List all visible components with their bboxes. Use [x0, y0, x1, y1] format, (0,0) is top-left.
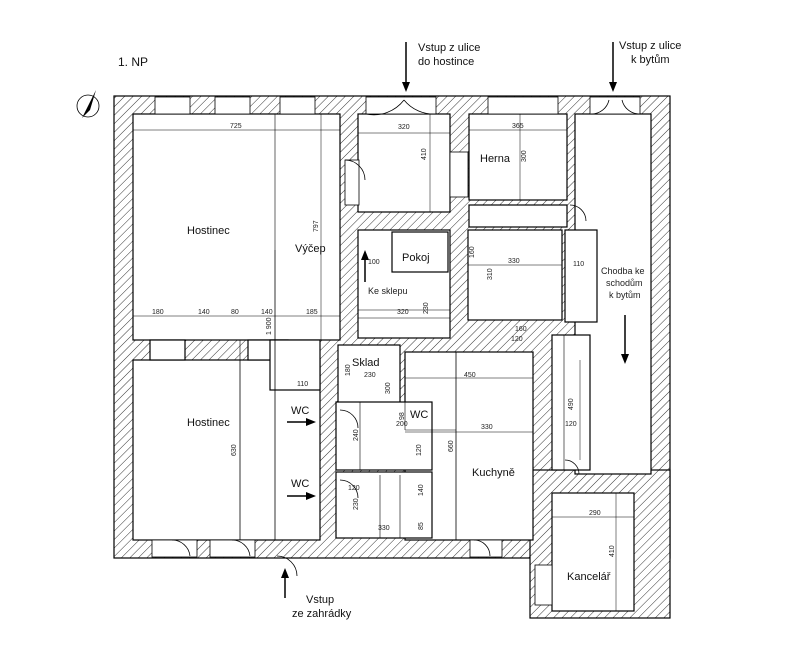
svg-text:240: 240 — [353, 429, 360, 441]
room-vestibule — [357, 113, 451, 213]
svg-text:330: 330 — [508, 258, 520, 265]
svg-text:330: 330 — [481, 424, 493, 431]
svg-text:320: 320 — [397, 309, 409, 316]
room-wc-upper — [335, 401, 433, 471]
room-label-chodba-2: schodům — [606, 278, 643, 288]
room-label-ke-sklepu: Ke sklepu — [368, 286, 408, 296]
floor-label: 1. NP — [118, 55, 148, 69]
room-wc-lower — [335, 471, 433, 539]
arrows — [281, 42, 629, 598]
svg-text:1 900: 1 900 — [266, 317, 273, 335]
svg-text:180: 180 — [152, 309, 164, 316]
room-label-chodba-3: k bytům — [609, 290, 641, 300]
svg-text:120: 120 — [511, 336, 523, 343]
room-label-hostinec-bottom: Hostinec — [187, 417, 230, 429]
north-arrow-icon — [76, 90, 100, 118]
svg-text:230: 230 — [423, 302, 430, 314]
svg-text:320: 320 — [398, 124, 410, 131]
windows — [151, 96, 641, 606]
svg-text:185: 185 — [306, 309, 318, 316]
svg-text:98: 98 — [399, 412, 406, 420]
entrance-garden-2: ze zahrádky — [292, 608, 352, 620]
svg-text:410: 410 — [609, 545, 616, 557]
svg-text:140: 140 — [198, 309, 210, 316]
entrance-street-pub-2: do hostince — [418, 56, 474, 68]
svg-text:110: 110 — [297, 381, 308, 388]
room-label-kancelar: Kancelář — [567, 571, 611, 583]
svg-text:310: 310 — [487, 268, 494, 280]
svg-text:300: 300 — [385, 382, 392, 394]
svg-text:300: 300 — [521, 150, 528, 162]
svg-text:797: 797 — [313, 220, 320, 232]
svg-text:450: 450 — [464, 372, 476, 379]
svg-text:110: 110 — [573, 261, 584, 268]
svg-text:660: 660 — [448, 440, 455, 452]
svg-text:365: 365 — [512, 123, 524, 130]
room-label-wc3: WC — [291, 478, 309, 490]
svg-text:410: 410 — [421, 148, 428, 160]
svg-text:230: 230 — [364, 372, 376, 379]
svg-text:120: 120 — [565, 421, 577, 428]
entrance-street-flats-2: k bytům — [631, 54, 670, 66]
rooms — [132, 113, 652, 612]
svg-text:160: 160 — [515, 326, 527, 333]
svg-text:330: 330 — [378, 525, 390, 532]
svg-text:200: 200 — [396, 421, 408, 428]
room-sklad — [337, 344, 401, 404]
room-label-hostinec-top: Hostinec — [187, 225, 230, 237]
svg-text:290: 290 — [589, 510, 601, 517]
room-label-kuchyne: Kuchyně — [472, 467, 515, 479]
svg-text:120: 120 — [416, 444, 423, 456]
svg-text:120: 120 — [348, 485, 360, 492]
room-label-vycep: Výčep — [295, 243, 326, 255]
entrance-street-flats-1: Vstup z ulice — [619, 40, 681, 52]
room-label-wc1: WC — [291, 405, 309, 417]
svg-text:140: 140 — [418, 484, 425, 496]
dimension-lines — [133, 114, 634, 611]
room-label-wc2: WC — [410, 409, 428, 421]
svg-text:230: 230 — [353, 498, 360, 510]
svg-text:80: 80 — [231, 309, 239, 316]
svg-text:630: 630 — [231, 444, 238, 456]
svg-text:490: 490 — [568, 398, 575, 410]
svg-text:85: 85 — [418, 522, 425, 530]
entrance-garden-1: Vstup — [306, 594, 334, 606]
room-middle — [467, 229, 563, 321]
svg-text:160: 160 — [469, 246, 476, 258]
svg-text:180: 180 — [345, 364, 352, 376]
room-kancelar — [551, 492, 635, 612]
dimension-labels: 725 797 180 140 80 140 1 900 185 110 630… — [152, 123, 616, 557]
svg-text:100: 100 — [368, 259, 380, 266]
svg-text:725: 725 — [230, 123, 242, 130]
room-label-pokoj: Pokoj — [402, 252, 430, 264]
room-hostinec-top — [132, 113, 341, 341]
room-label-sklad: Sklad — [352, 357, 380, 369]
room-herna — [468, 113, 568, 201]
entrance-street-pub-1: Vstup z ulice — [418, 42, 480, 54]
svg-text:140: 140 — [261, 309, 273, 316]
room-label-herna: Herna — [480, 153, 511, 165]
doors — [171, 99, 641, 577]
room-label-chodba-1: Chodba ke — [601, 266, 645, 276]
